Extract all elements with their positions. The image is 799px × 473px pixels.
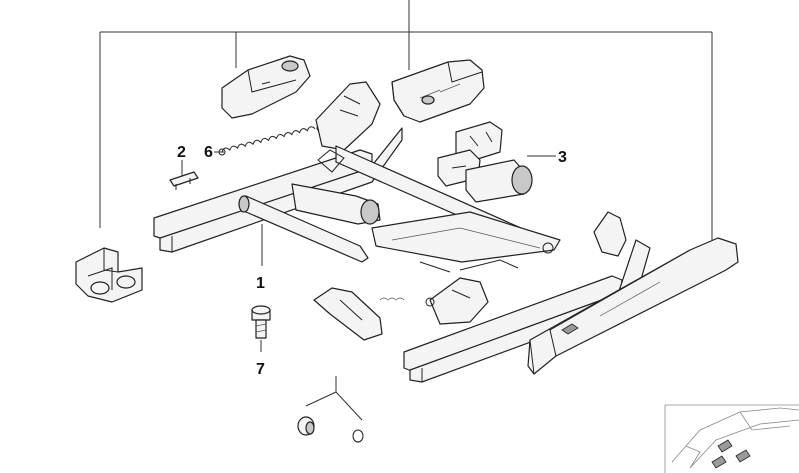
part-3-motor-assembly xyxy=(437,121,556,203)
part-5-spring xyxy=(218,124,324,156)
part-1-seat-frame xyxy=(153,81,651,383)
callout-labels: 2 6 3 1 7 xyxy=(177,144,567,378)
part-2-clip xyxy=(169,171,199,190)
callout-3: 3 xyxy=(558,149,567,166)
callout-2: 2 xyxy=(177,144,186,161)
part-6-bolt xyxy=(251,305,271,352)
top-group-bracket xyxy=(99,0,713,240)
seat-rail-cover xyxy=(221,55,311,119)
callout-5: 6 xyxy=(204,144,213,161)
vehicle-location-thumbnail xyxy=(664,404,799,473)
callout-6: 7 xyxy=(256,361,265,378)
part-7-plug-and-ring xyxy=(297,376,364,443)
side-trim-cover xyxy=(527,237,739,375)
rail-end-cap xyxy=(75,247,143,303)
motor-cover xyxy=(391,59,485,123)
callout-1: 1 xyxy=(256,275,265,292)
